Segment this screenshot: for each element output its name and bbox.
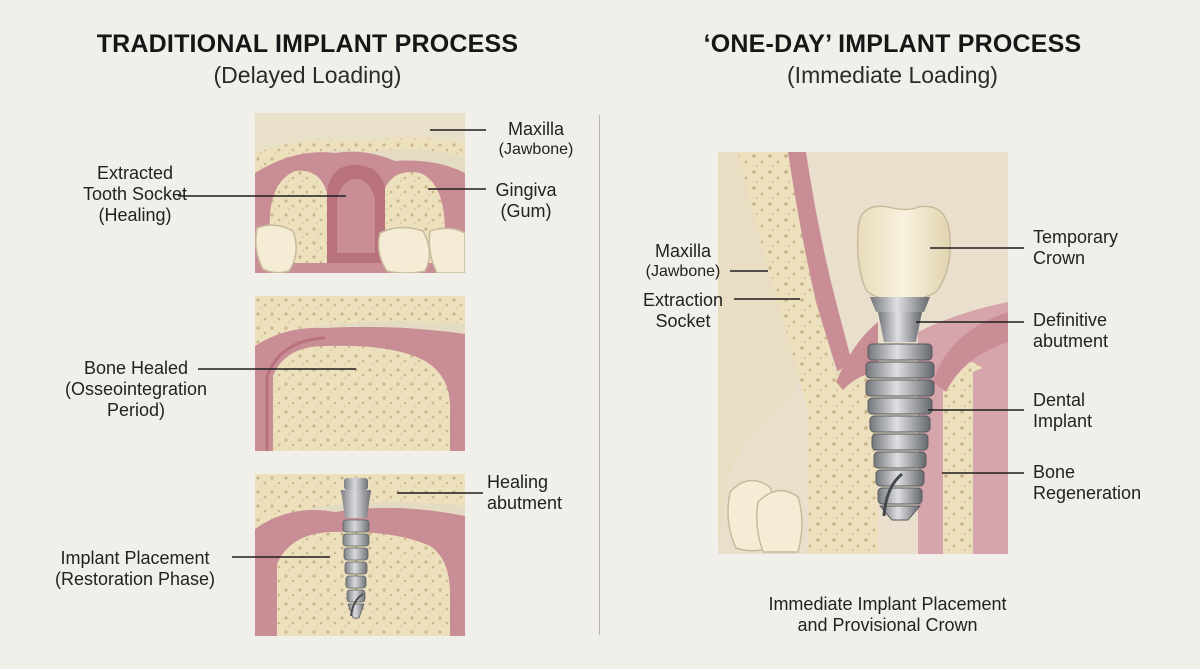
label-bone-regeneration: Bone Regeneration xyxy=(1033,462,1142,503)
panel-extracted-socket xyxy=(255,113,465,273)
left-subtitle: (Delayed Loading) xyxy=(213,62,402,88)
label-implant-placement: Implant Placement (Restoration Phase) xyxy=(54,548,216,589)
label-definitive-abutment: Definitive abutment xyxy=(1033,310,1109,351)
panel-bone-healed xyxy=(255,296,465,451)
label-bone-healed: Bone Healed (Osseointegration Period) xyxy=(64,358,208,420)
right-subtitle: (Immediate Loading) xyxy=(787,62,998,88)
label-extraction-socket: Extraction Socket xyxy=(642,290,724,331)
label-dental-implant: Dental Implant xyxy=(1033,390,1093,431)
left-title: TRADITIONAL IMPLANT PROCESS xyxy=(96,30,519,58)
label-maxilla-left: Maxilla (Jawbone) xyxy=(498,119,574,158)
label-gingiva: Gingiva (Gum) xyxy=(495,180,557,221)
center-divider xyxy=(599,115,600,635)
label-extracted-socket: Extracted Tooth Socket (Healing) xyxy=(82,163,188,225)
right-title: ‘ONE-DAY’ IMPLANT PROCESS xyxy=(703,30,1082,58)
panel-one-day-implant xyxy=(718,152,1008,554)
label-temporary-crown: Temporary Crown xyxy=(1033,227,1119,268)
caption-immediate-placement: Immediate Implant Placement and Provisio… xyxy=(768,594,1007,635)
panel-implant-placement xyxy=(255,474,465,636)
label-healing-abutment: Healing abutment xyxy=(487,472,563,513)
label-maxilla-right: Maxilla (Jawbone) xyxy=(645,241,721,280)
